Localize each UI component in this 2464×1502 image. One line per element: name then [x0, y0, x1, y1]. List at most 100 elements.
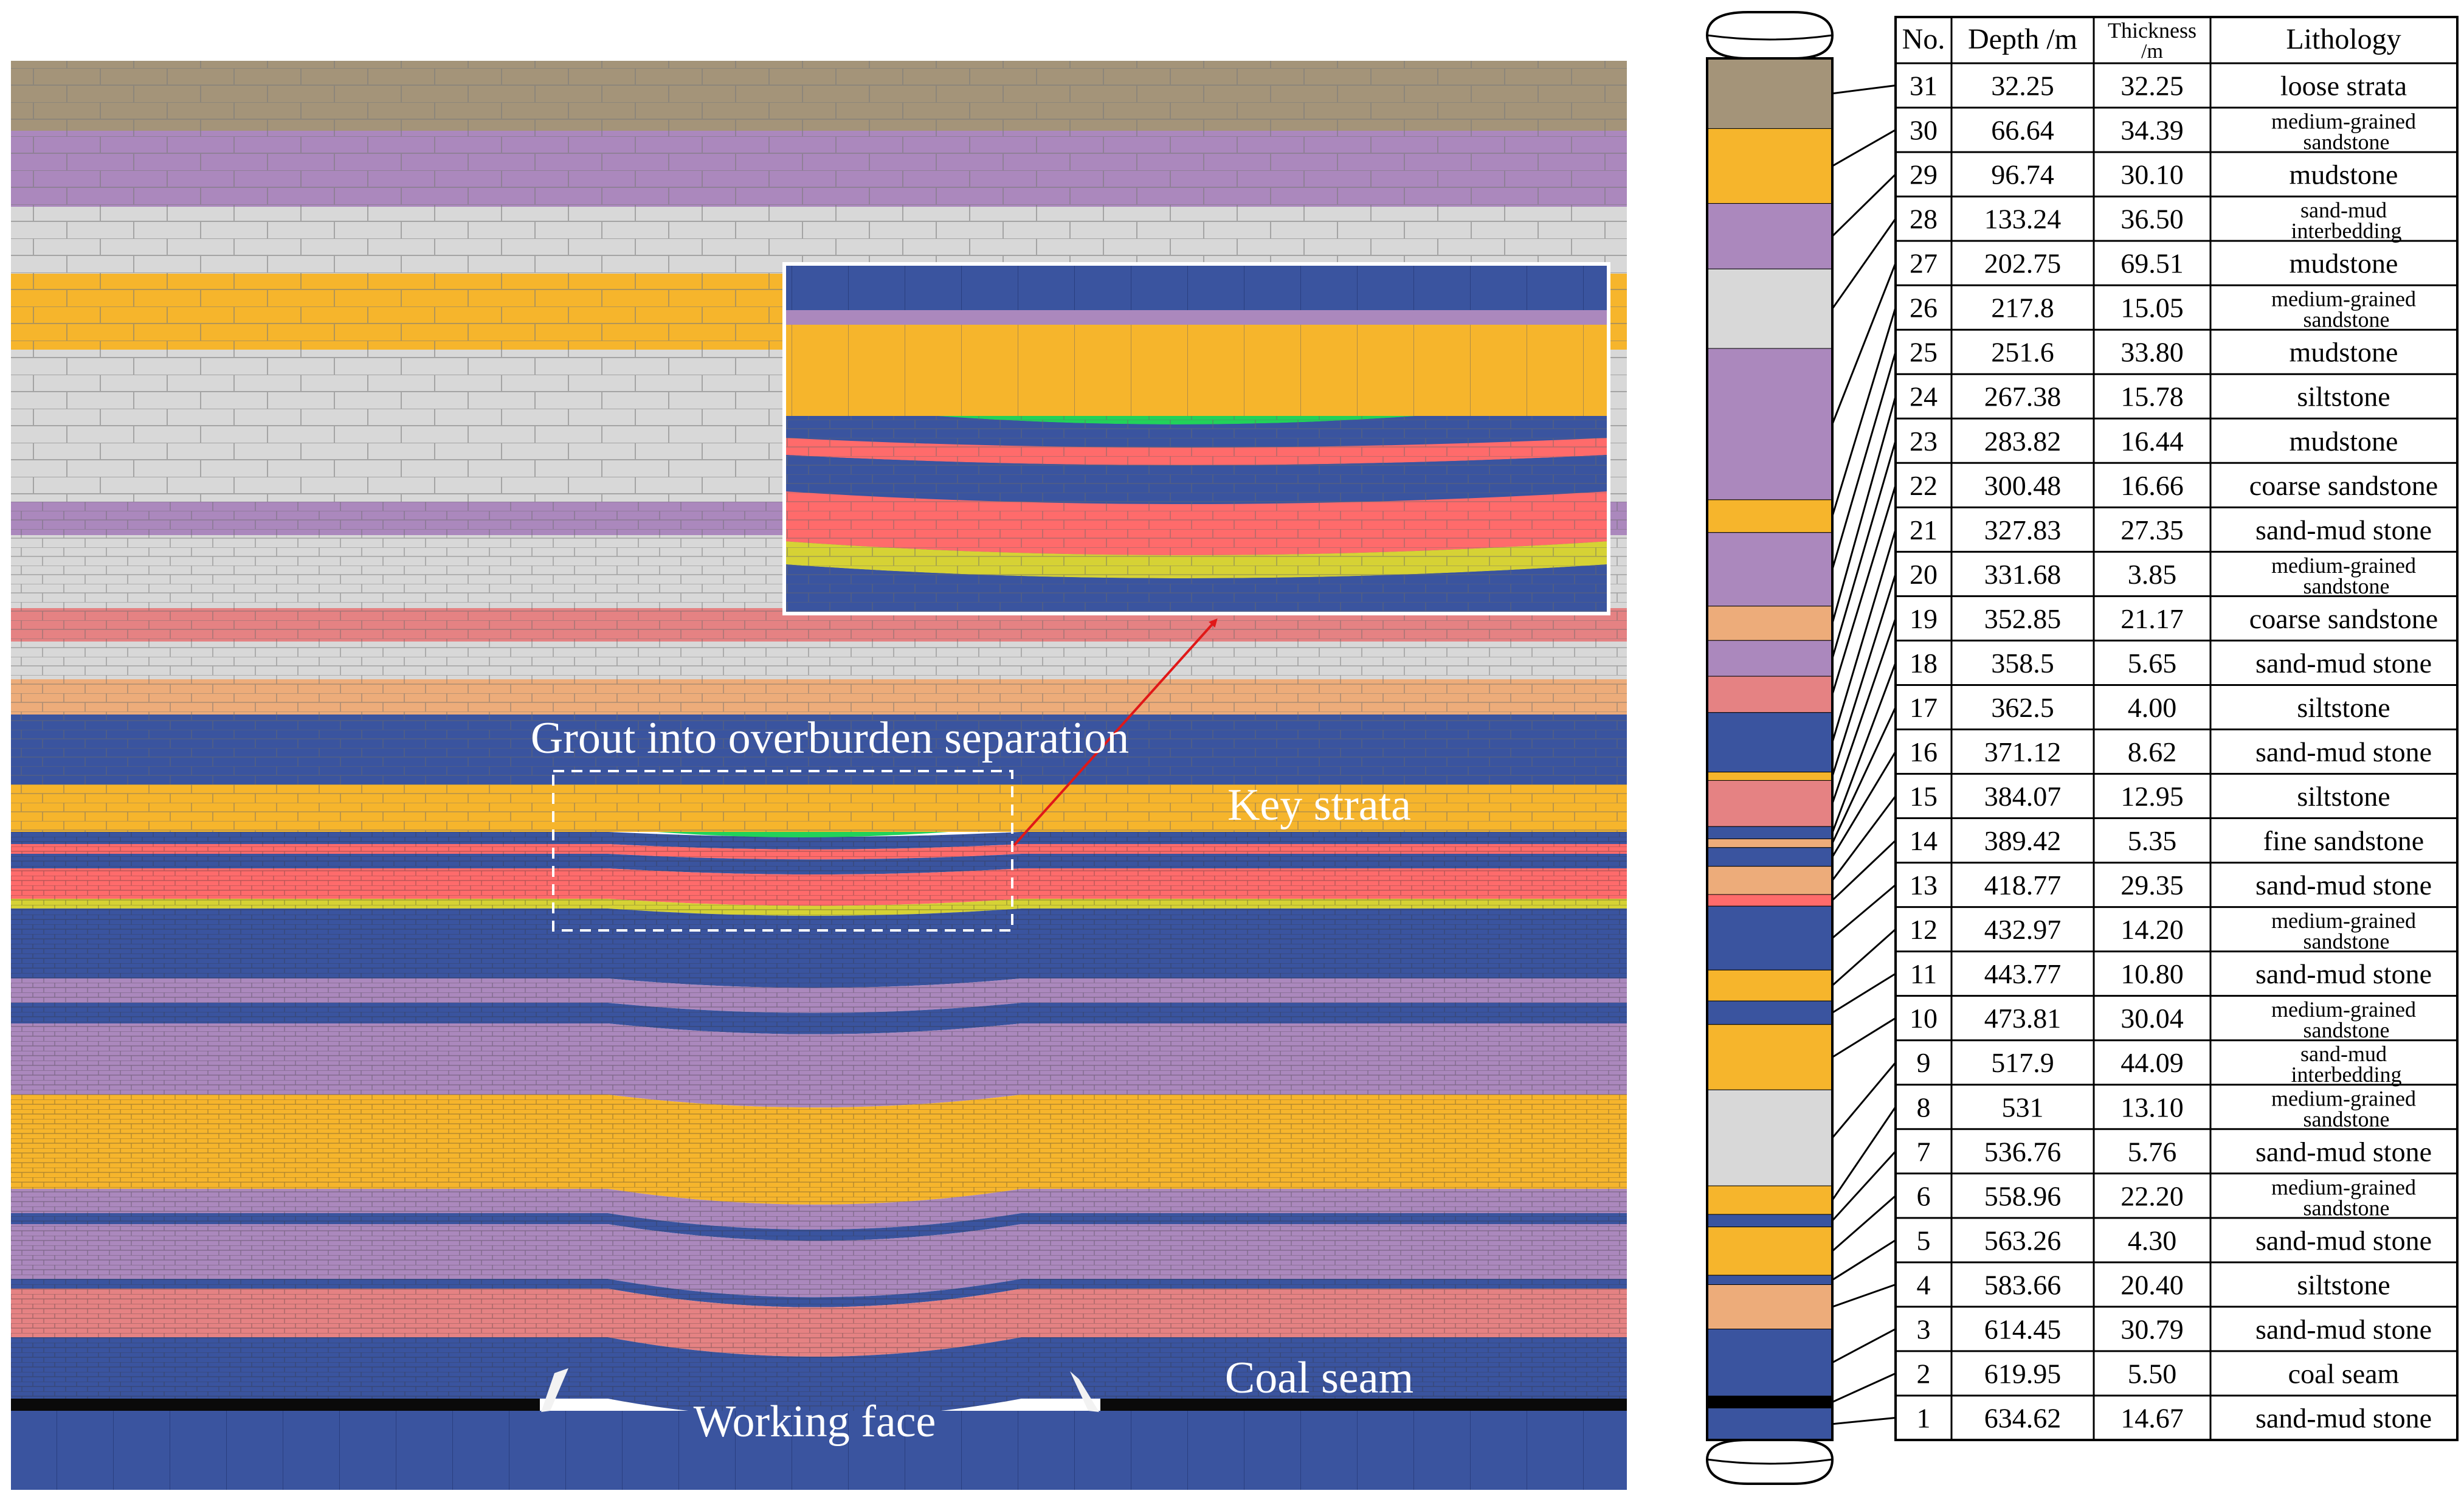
column-stratum-15 — [1707, 866, 1833, 895]
row-thickness: 29.35 — [2121, 870, 2184, 901]
row-depth: 300.48 — [1984, 470, 2062, 501]
row-no: 20 — [1910, 559, 1938, 590]
row-lithology: medium-grained sandstone — [2271, 553, 2416, 598]
row-lithology: siltstone — [2297, 381, 2390, 412]
row-depth: 473.81 — [1984, 1003, 2062, 1034]
row-lithology: siltstone — [2297, 781, 2390, 812]
grout-lens — [657, 832, 948, 837]
header-no: No. — [1902, 23, 1945, 55]
model-bent-layer-bricks — [11, 1003, 1627, 1034]
model-bent-layer-bricks — [11, 868, 1627, 906]
row-thickness: 15.78 — [2121, 381, 2184, 412]
column-stratum-9 — [1707, 1089, 1833, 1186]
coal-seam-left — [11, 1399, 540, 1411]
row-thickness: 13.10 — [2121, 1092, 2184, 1123]
row-no: 28 — [1910, 204, 1938, 235]
row-thickness: 27.35 — [2121, 514, 2184, 545]
connector-line — [1831, 351, 1897, 570]
row-lithology: medium-grained sandstone — [2271, 997, 2416, 1042]
connector-line — [1831, 662, 1897, 833]
row-no: 24 — [1910, 381, 1938, 412]
goaf-collapse-left — [541, 1368, 568, 1412]
column-stratum-22 — [1707, 676, 1833, 713]
inset-layer-mudstone-thin — [784, 310, 1609, 325]
row-depth: 558.96 — [1984, 1180, 2062, 1211]
connector-line — [1831, 396, 1897, 624]
column-stratum-24 — [1707, 606, 1833, 641]
row-lithology: fine sandstone — [2263, 825, 2424, 856]
row-no: 29 — [1910, 159, 1938, 190]
row-lithology: medium-grained sandstone — [2271, 908, 2416, 953]
row-no: 17 — [1910, 692, 1938, 723]
connector-line — [1831, 573, 1897, 777]
grout-label: Grout into overburden separation — [531, 713, 1129, 763]
coal-seam-right — [1100, 1399, 1627, 1411]
table-grid-lines — [1896, 17, 2457, 1440]
row-no: 2 — [1917, 1358, 1931, 1389]
row-no: 12 — [1910, 914, 1938, 945]
row-lithology: siltstone — [2297, 1269, 2390, 1300]
connector-line — [1831, 618, 1897, 804]
row-no: 30 — [1910, 115, 1938, 146]
row-depth: 283.82 — [1984, 426, 2062, 457]
row-no: 25 — [1910, 337, 1938, 368]
connector-line — [1832, 884, 1896, 939]
connector-line — [1831, 529, 1897, 743]
row-depth: 536.76 — [1984, 1136, 2062, 1167]
model-bent-layer-bricks — [11, 1337, 1627, 1418]
connector-line — [1831, 1151, 1897, 1222]
connector-line — [1832, 1283, 1896, 1308]
model-bent-layer-bricks — [11, 1279, 1627, 1307]
row-lithology: mudstone — [2290, 426, 2398, 457]
row-thickness: 4.30 — [2128, 1225, 2177, 1256]
column-stratum-23 — [1707, 640, 1833, 677]
row-no: 10 — [1910, 1003, 1938, 1034]
row-thickness: 5.65 — [2128, 648, 2177, 679]
row-no: 31 — [1910, 71, 1938, 102]
connector-line — [1832, 129, 1896, 167]
row-lithology: medium-grained sandstone — [2271, 287, 2416, 332]
row-lithology: loose strata — [2280, 71, 2407, 102]
row-no: 7 — [1917, 1136, 1931, 1167]
row-no: 18 — [1910, 648, 1938, 679]
row-thickness: 5.50 — [2128, 1358, 2177, 1389]
row-depth: 619.95 — [1984, 1358, 2062, 1389]
row-thickness: 20.40 — [2121, 1269, 2184, 1300]
goaf-collapse-right — [1070, 1371, 1099, 1412]
column-stratum-4 — [1707, 1284, 1833, 1330]
row-no: 27 — [1910, 248, 1938, 279]
zoom-arrow — [1013, 618, 1218, 846]
model-bent-layer-bricks — [11, 908, 1627, 988]
row-no: 13 — [1910, 870, 1938, 901]
model-layer-bricks — [11, 715, 1627, 784]
connector-line — [1832, 1239, 1896, 1281]
row-depth: 251.6 — [1991, 337, 2054, 368]
connector-line — [1832, 1328, 1896, 1363]
column-stratum-2 — [1707, 1396, 1833, 1408]
model-layer-bricks — [11, 679, 1627, 715]
row-no: 8 — [1917, 1092, 1931, 1123]
column-stratum-6 — [1707, 1227, 1833, 1276]
connector-line — [1832, 1372, 1896, 1403]
model-bent-layer-bricks — [11, 832, 1627, 850]
grout-zone-box — [552, 770, 1013, 932]
row-lithology: mudstone — [2290, 159, 2398, 190]
row-no: 1 — [1917, 1402, 1931, 1433]
column-stratum-7 — [1707, 1214, 1833, 1228]
connector-line — [1832, 1017, 1896, 1058]
coal-seam-label: Coal seam — [1225, 1353, 1413, 1403]
column-stratum-8 — [1707, 1185, 1833, 1215]
